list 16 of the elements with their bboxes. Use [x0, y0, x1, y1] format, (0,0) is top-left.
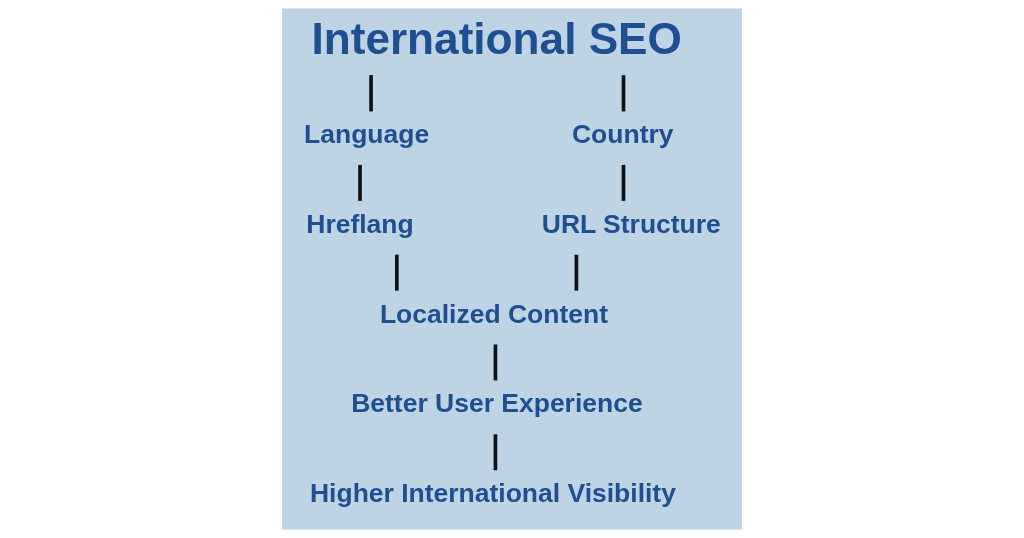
node-text: International SEO	[311, 14, 682, 64]
node-text: URL Structure	[541, 208, 721, 239]
connector	[621, 75, 626, 112]
connector	[358, 164, 362, 201]
node-text: Better User Experience	[351, 388, 643, 419]
connector	[369, 75, 373, 112]
node-text: Hreflang	[306, 208, 414, 239]
connector	[574, 254, 579, 291]
node-text: Country	[571, 119, 674, 149]
connector	[493, 344, 498, 381]
connector	[493, 434, 498, 471]
node-text: Language	[304, 119, 430, 149]
node-text: Higher International Visibility	[309, 478, 676, 509]
connector	[621, 164, 626, 201]
node-text: Localized Content	[379, 298, 608, 329]
connector	[395, 254, 399, 291]
